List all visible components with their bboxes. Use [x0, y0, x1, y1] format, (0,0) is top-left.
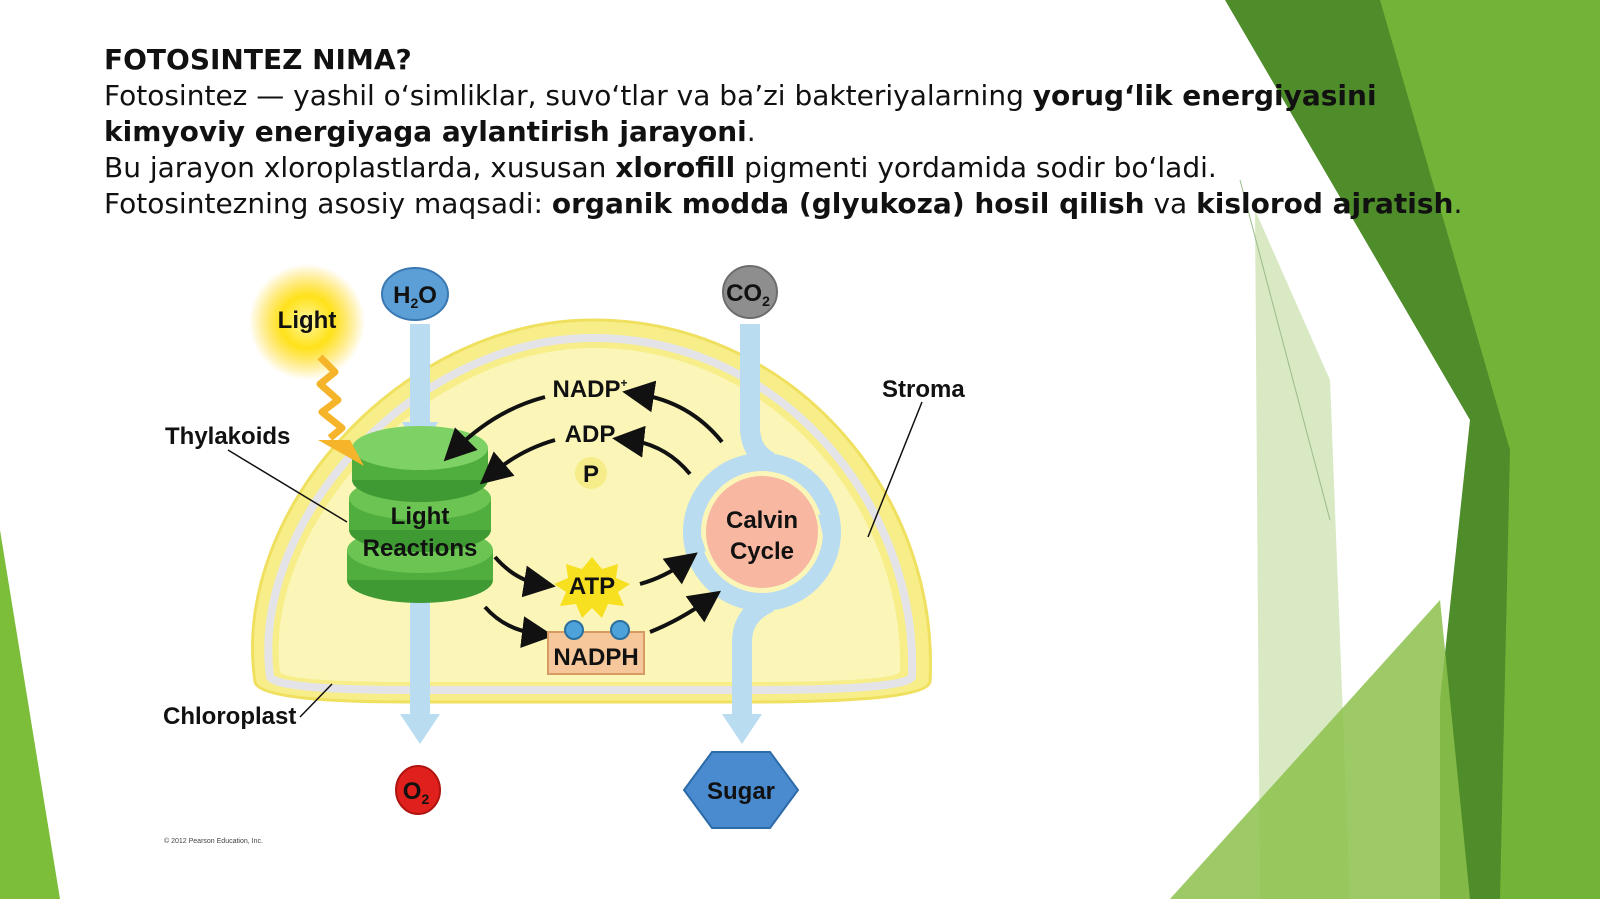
co2-label: CO2 — [726, 280, 770, 309]
nadph-label: NADPH — [553, 644, 638, 671]
sugar-badge — [682, 751, 800, 829]
calvin-core — [706, 476, 818, 588]
electron-dot-1 — [564, 620, 584, 640]
light-ray-arrowhead — [318, 440, 364, 466]
chloroplast-leader — [299, 683, 333, 718]
light-label: Light — [278, 307, 337, 334]
copyright-text: © 2012 Pearson Education, Inc. — [164, 837, 263, 845]
nadph-arrow-in — [483, 605, 554, 648]
photosynthesis-diagram: Calvin Cycle Light Reactions Light H2O C… — [163, 264, 965, 845]
adp-arrow-in — [612, 425, 692, 476]
sugar-arrowhead — [722, 714, 762, 744]
thylakoid-stack — [347, 426, 493, 603]
intro-paragraph-3: Fotosintezning asosiy maqsadi: organik m… — [104, 186, 1504, 222]
h2o-label: H2O — [393, 282, 437, 311]
calvin-ring-arrow-left — [684, 526, 706, 552]
co2-badge — [722, 265, 778, 319]
intro-text: FOTOSINTEZ NIMA? Fotosintez — yashil o‘s… — [104, 42, 1504, 222]
calvin-label-line-2: Cycle — [730, 538, 794, 565]
atp-arrow-out — [639, 552, 698, 586]
o2-label: O2 — [403, 778, 430, 807]
thin-diagonal-line — [1239, 179, 1331, 521]
phosphate-label: P — [583, 461, 599, 488]
intro-paragraph-1: Fotosintez — yashil o‘simliklar, suvo‘tl… — [104, 78, 1504, 150]
phosphate-badge — [575, 457, 607, 489]
p3-text: Fotosintezning asosiy maqsadi: — [104, 187, 552, 220]
thylakoids-label: Thylakoids — [165, 423, 290, 450]
nadph-box — [547, 631, 645, 675]
p2-end: pigmenti yordamida sodir bo‘ladi. — [735, 151, 1217, 184]
p3-bold-2: kislorod ajratish — [1196, 187, 1454, 220]
p3-mid: va — [1144, 187, 1197, 220]
right-mid-band — [1380, 0, 1600, 899]
light-reactions-line-2: Reactions — [363, 535, 478, 562]
p1-bold: yorug‘lik energiyasini kimyoviy energiya… — [104, 79, 1377, 148]
nadph-arrow-out — [649, 590, 722, 634]
nadp-arrow-out — [443, 395, 546, 462]
p1-end: . — [746, 115, 756, 148]
light-reactions-line-1: Light — [391, 503, 450, 530]
thylakoids-leader — [227, 449, 348, 523]
o2-badge — [395, 765, 441, 815]
intro-paragraph-2: Bu jarayon xloroplastlarda, xususan xlor… — [104, 150, 1504, 186]
chloroplast-label: Chloroplast — [163, 703, 296, 730]
p2-bold: xlorofill — [615, 151, 736, 184]
atp-burst — [554, 557, 630, 618]
sun-glow — [249, 264, 365, 380]
light-ray — [316, 354, 346, 441]
nadp-label: NADP+ — [552, 376, 627, 403]
h2o-badge — [381, 267, 449, 321]
calvin-ring-arrow-right — [818, 514, 840, 540]
oxygen-arrowhead — [400, 714, 440, 744]
atp-label: ATP — [569, 573, 615, 600]
adp-arrow-out — [479, 438, 556, 485]
p3-end: . — [1453, 187, 1463, 220]
stroma-label: Stroma — [882, 376, 965, 403]
stroma-leader — [867, 401, 923, 538]
p3-bold-1: organik modda (glyukoza) hosil qilish — [551, 187, 1145, 220]
p2-text: Bu jarayon xloroplastlarda, xususan — [104, 151, 616, 184]
sugar-label: Sugar — [707, 778, 775, 805]
right-bottom-band — [1170, 600, 1470, 899]
intro-heading: FOTOSINTEZ NIMA? — [104, 43, 412, 76]
adp-label: ADP — [565, 421, 616, 448]
p1-text: Fotosintez — yashil o‘simliklar, suvo‘tl… — [104, 79, 1033, 112]
electron-dot-2 — [610, 620, 630, 640]
nadp-arrow-in — [622, 380, 724, 444]
left-green-band — [0, 530, 60, 899]
atp-arrow-in — [493, 555, 556, 598]
calvin-label-line-1: Calvin — [726, 507, 798, 534]
